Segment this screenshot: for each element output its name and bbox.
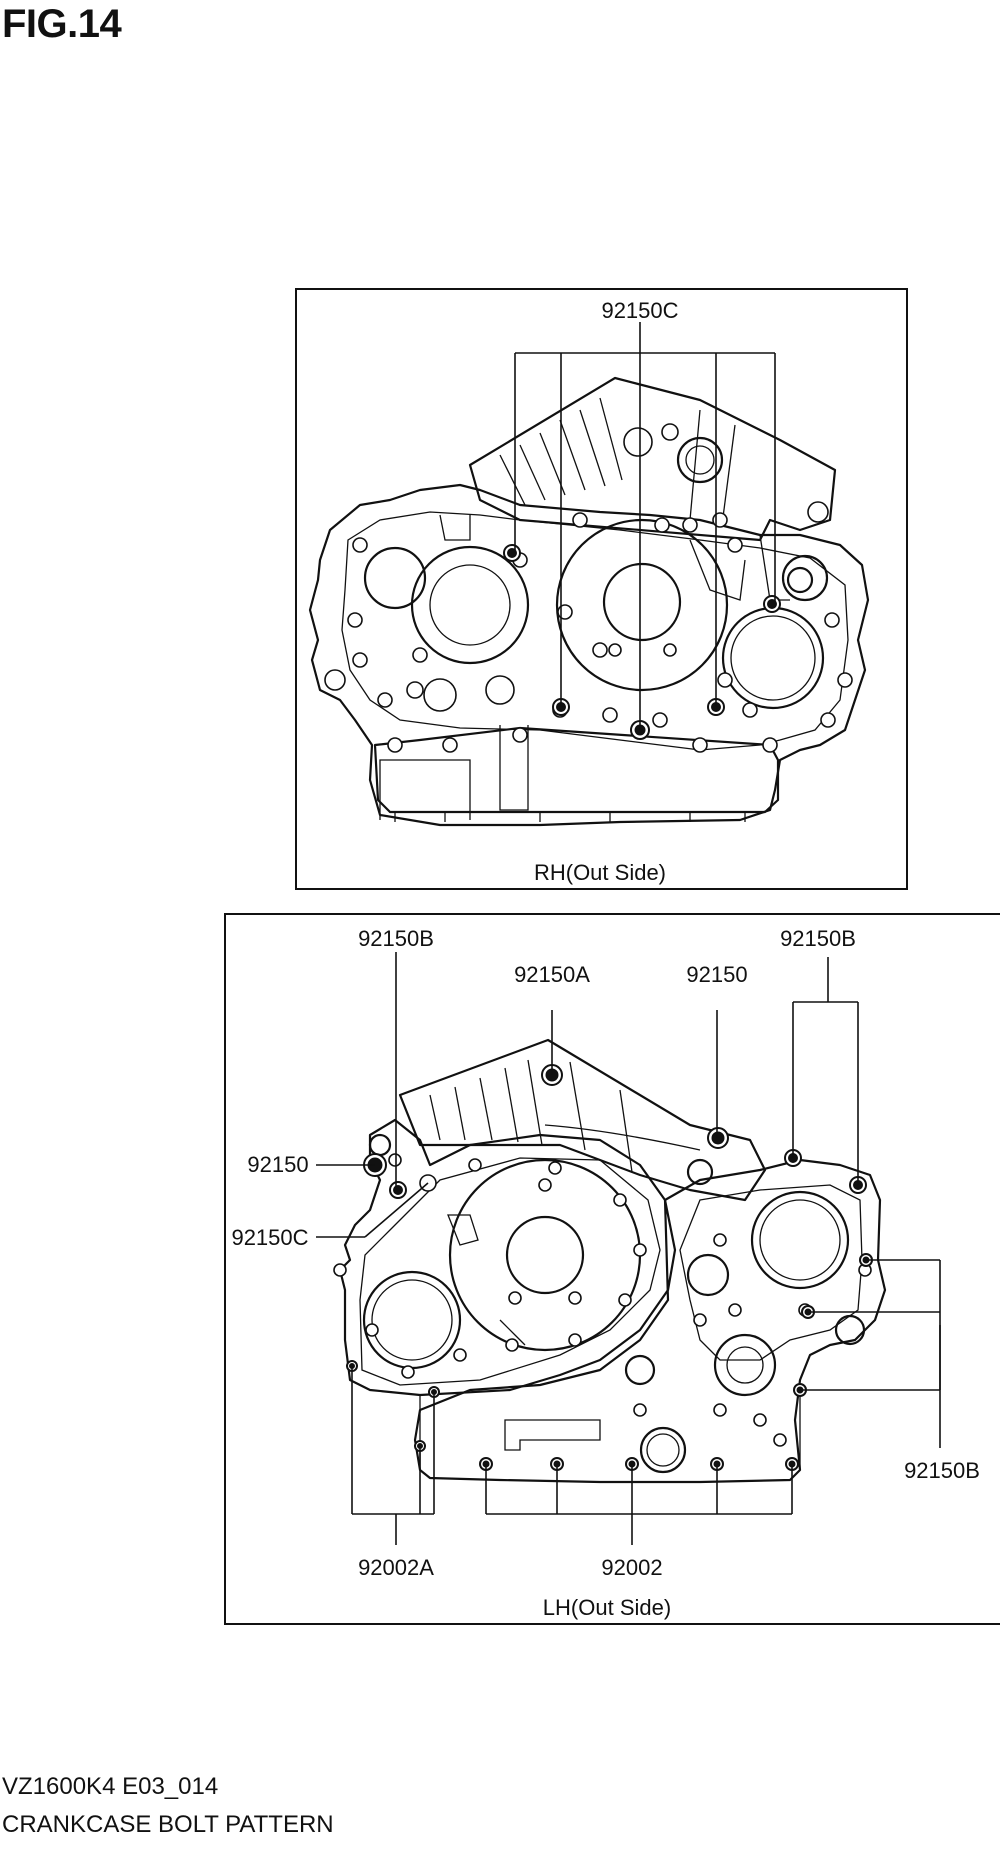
lh-callout-92150C: 92150C (231, 1225, 308, 1250)
figure-title: FIG.14 (2, 2, 122, 46)
figure-caption: CRANKCASE BOLT PATTERN (2, 1811, 334, 1838)
lh-leader-lines (316, 952, 941, 1545)
lh-panel: 92150B 92150A 92150 92150B 92150 92150C … (224, 913, 1000, 1625)
lh-callout-92150-left: 92150 (247, 1152, 308, 1177)
figure-code: VZ1600K4 E03_014 (2, 1773, 219, 1800)
lh-callout-92150-top: 92150 (686, 962, 747, 987)
rh-leader-lines (514, 322, 776, 730)
lh-callout-92002A: 92002A (358, 1555, 434, 1580)
lh-panel-frame (224, 913, 1000, 1625)
lh-callout-92150B-right: 92150B (780, 926, 856, 951)
lh-callout-92150A: 92150A (514, 962, 590, 987)
lh-callout-92150B-side: 92150B (904, 1458, 980, 1483)
rh-panel: 92150C RH(Out Side) (295, 288, 908, 890)
rh-panel-label: RH(Out Side) (534, 860, 666, 885)
lh-crankcase-drawing (333, 1038, 887, 1484)
rh-callout-92150C: 92150C (601, 298, 678, 323)
lh-callout-92150B-top: 92150B (358, 926, 434, 951)
lh-callout-92002: 92002 (601, 1555, 662, 1580)
rh-panel-frame (295, 288, 908, 890)
rh-crankcase-drawing (308, 376, 870, 827)
lh-panel-label: LH(Out Side) (543, 1595, 671, 1620)
